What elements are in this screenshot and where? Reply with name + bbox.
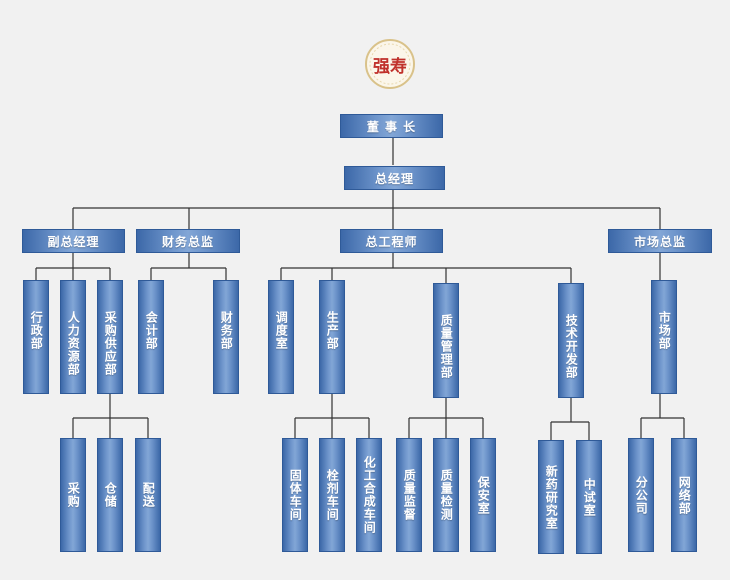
node-warehouse: 仓储 [97, 438, 123, 552]
node-chief-engineer: 总工程师 [340, 229, 443, 253]
node-hr-dept-label: 人力资源部 [66, 311, 81, 376]
node-marketing-dept: 市场部 [651, 280, 677, 394]
node-injection-workshop-label: 栓剂车间 [325, 469, 340, 521]
node-admin-dept: 行政部 [23, 280, 49, 394]
brand-logo: 强寿 [364, 38, 416, 90]
node-new-drug-lab: 新药研究室 [538, 440, 564, 554]
node-marketing-director: 市场总监 [608, 229, 712, 253]
node-distribution-label: 配送 [141, 482, 156, 508]
node-security-room-label: 保安室 [476, 475, 491, 515]
node-injection-workshop: 栓剂车间 [319, 438, 345, 552]
node-finance-director: 财务总监 [136, 229, 240, 253]
node-chem-synthesis-workshop: 化工合成车间 [356, 438, 382, 552]
node-general-manager: 总经理 [344, 166, 445, 190]
node-warehouse-label: 仓储 [103, 482, 118, 508]
node-new-drug-lab-label: 新药研究室 [544, 464, 559, 530]
node-production-dept: 生产部 [319, 280, 345, 394]
node-solid-workshop: 固体车间 [282, 438, 308, 552]
node-accounting-dept-label: 会计部 [144, 311, 159, 350]
node-chem-synthesis-workshop-label: 化工合成车间 [362, 456, 377, 534]
node-distribution: 配送 [135, 438, 161, 552]
node-production-dept-label: 生产部 [325, 311, 340, 350]
node-network-dept-label: 网络部 [677, 475, 692, 515]
node-quality-supervision-label: 质量监督 [402, 469, 417, 521]
node-purchasing-label: 采购 [66, 482, 81, 508]
node-hr-dept: 人力资源部 [60, 280, 86, 394]
node-chairman: 董 事 长 [340, 114, 443, 138]
node-vice-general-manager: 副总经理 [22, 229, 125, 253]
node-branch-office-label: 分公司 [634, 475, 649, 515]
logo-text: 强寿 [373, 57, 407, 77]
node-quality-testing: 质量检测 [433, 438, 459, 552]
node-pilot-lab-label: 中试室 [582, 477, 597, 517]
node-security-room: 保安室 [470, 438, 496, 552]
node-quality-testing-label: 质量检测 [439, 469, 454, 521]
node-pilot-lab: 中试室 [576, 440, 602, 554]
node-quality-mgmt-dept: 质量管理部 [433, 283, 459, 398]
node-accounting-dept: 会计部 [138, 280, 164, 394]
node-purchasing: 采购 [60, 438, 86, 552]
node-solid-workshop-label: 固体车间 [288, 469, 303, 521]
node-procurement-supply-dept: 采购供应部 [97, 280, 123, 394]
node-network-dept: 网络部 [671, 438, 697, 552]
node-finance-dept: 财务部 [213, 280, 239, 394]
node-tech-dev-dept-label: 技术开发部 [564, 314, 579, 379]
node-branch-office: 分公司 [628, 438, 654, 552]
node-admin-dept-label: 行政部 [29, 311, 44, 350]
node-tech-dev-dept: 技术开发部 [558, 283, 584, 398]
node-procurement-supply-dept-label: 采购供应部 [103, 311, 118, 376]
node-marketing-dept-label: 市场部 [657, 311, 672, 350]
brand-seal-icon [365, 39, 415, 89]
node-quality-supervision: 质量监督 [396, 438, 422, 552]
node-dispatch-room: 调度室 [268, 280, 294, 394]
node-dispatch-room-label: 调度室 [274, 311, 289, 350]
node-finance-dept-label: 财务部 [219, 311, 234, 350]
node-quality-mgmt-dept-label: 质量管理部 [439, 314, 454, 379]
